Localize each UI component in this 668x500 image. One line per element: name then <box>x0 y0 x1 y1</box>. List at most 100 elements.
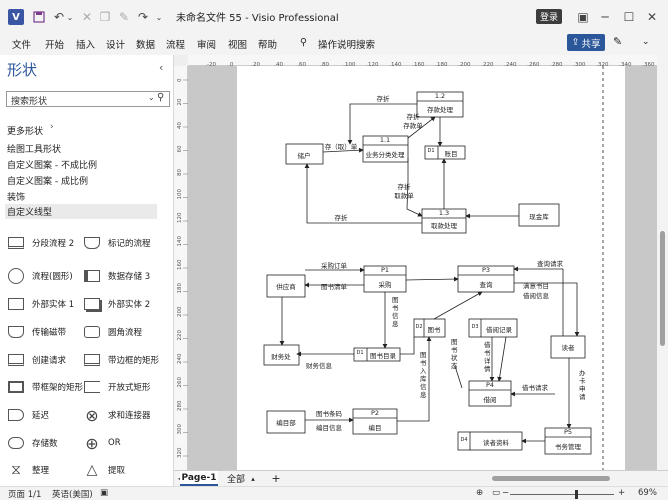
process-1-2[interactable] <box>416 91 464 118</box>
tab-home[interactable]: 开始 <box>45 40 65 51</box>
close-button[interactable]: ✕ <box>646 10 658 24</box>
tab-data[interactable]: 数据 <box>136 40 156 51</box>
format-painter-icon[interactable]: ✎ <box>118 10 130 24</box>
maximize-button[interactable]: ☐ <box>623 10 635 24</box>
add-page-button[interactable]: + <box>271 472 281 485</box>
tab-file[interactable]: 文件 <box>12 40 32 51</box>
tab-insert[interactable]: 插入 <box>76 40 96 51</box>
vertical-scrollbar[interactable] <box>657 55 668 470</box>
shape-item[interactable]: 标记的流程 <box>83 232 151 254</box>
zoom-in-icon[interactable]: + <box>618 488 626 498</box>
entity-user[interactable] <box>285 143 324 165</box>
shape-item[interactable]: △提取 <box>86 462 126 478</box>
shape-item[interactable]: ⊕OR <box>85 433 121 453</box>
tab-all-pages[interactable]: 全部 <box>226 475 245 485</box>
share-button[interactable]: ⇪ 共享 <box>567 34 605 51</box>
login-button[interactable]: 登录 <box>536 9 562 24</box>
horizontal-scroll-thumb[interactable] <box>492 476 610 481</box>
tab-help[interactable]: 帮助 <box>258 40 278 51</box>
entity-finance[interactable] <box>263 344 300 366</box>
datastore-d3[interactable] <box>468 318 518 338</box>
ruler-tick-label: 240 <box>506 62 517 68</box>
shape-item[interactable]: 存储数 <box>7 432 58 454</box>
datastore-d1[interactable] <box>424 145 466 160</box>
process-p2[interactable] <box>352 408 398 435</box>
undo-dropdown-icon[interactable]: ⌄ <box>66 12 74 22</box>
shape-item[interactable]: 流程(圆形) <box>7 265 73 287</box>
undo-icon[interactable]: ↶ <box>53 10 65 24</box>
collapse-pane-icon[interactable]: ‹ <box>159 61 164 74</box>
shape-item[interactable]: ⊗求和连接器 <box>85 405 151 425</box>
entity-reader[interactable] <box>550 335 586 359</box>
zoom-slider[interactable] <box>510 494 614 495</box>
comments-icon[interactable]: ✎ <box>613 35 623 48</box>
ruler-tick-label: 80 <box>177 169 183 176</box>
macro-icon[interactable]: ▣ <box>100 488 109 498</box>
tab-page-1[interactable]: Page-1 <box>180 471 218 486</box>
shape-item[interactable]: 延迟 <box>7 404 49 426</box>
zoom-level[interactable]: 69% <box>638 488 657 498</box>
search-icon[interactable]: ⚲ <box>157 92 165 103</box>
page-indicator[interactable]: 页面 1/1 <box>8 490 42 500</box>
process-p1[interactable] <box>363 265 407 293</box>
zoom-slider-thumb[interactable] <box>575 490 578 499</box>
ruler-tick-label: 200 <box>460 62 471 68</box>
entity-editor[interactable] <box>266 410 306 434</box>
process-1-3[interactable] <box>421 208 467 234</box>
redo-icon[interactable]: ↷ <box>137 10 149 24</box>
process-1-1[interactable] <box>362 135 409 163</box>
datastore-d2[interactable] <box>413 318 446 338</box>
tab-design[interactable]: 设计 <box>106 40 126 51</box>
delete-icon[interactable]: ✕ <box>81 10 93 24</box>
ribbon-expand-icon[interactable]: ⌄ <box>642 37 650 47</box>
vertical-scroll-thumb[interactable] <box>660 231 665 346</box>
shape-item[interactable]: ⧖整理 <box>11 462 50 478</box>
fit-page-icon[interactable]: ⊕ <box>476 488 484 498</box>
shape-item[interactable]: 外部实体 1 <box>7 293 74 315</box>
shape-item[interactable]: 带边框的矩形 <box>83 349 159 371</box>
customize-toolbar-icon[interactable]: ⌄ <box>155 12 163 22</box>
copy-icon[interactable]: ❐ <box>99 10 111 24</box>
datastore-d1-books[interactable] <box>353 347 401 362</box>
shape-item[interactable]: 数据存储 3 <box>83 265 150 287</box>
stencil-decorations[interactable]: 装饰 <box>7 193 26 203</box>
view-switch-icon[interactable]: ▭ <box>492 488 501 498</box>
shape-item[interactable]: 分段流程 2 <box>7 232 74 254</box>
shape-item[interactable]: 创建请求 <box>7 349 66 371</box>
shape-item[interactable]: 带框架的矩形 <box>7 376 83 398</box>
entity-supplier[interactable] <box>266 274 306 298</box>
process-p4[interactable] <box>468 380 512 407</box>
stencil-custom-unscaled[interactable]: 自定义图案 - 不成比例 <box>7 161 97 171</box>
shape-item[interactable]: 外部实体 2 <box>83 293 150 315</box>
prev-page-icon[interactable]: ◂ <box>174 471 186 486</box>
datastore-d4[interactable] <box>457 431 523 451</box>
tell-me-search[interactable]: 操作说明搜索 <box>318 40 376 51</box>
shape-item[interactable]: 开放式矩形 <box>83 376 151 398</box>
language-indicator[interactable]: 英语(美国) <box>52 490 93 500</box>
stencil-custom-scaled[interactable]: 自定义图案 - 成比例 <box>7 177 88 187</box>
ribbon-display-icon[interactable]: ▣ <box>577 10 589 24</box>
tab-process[interactable]: 流程 <box>166 40 186 51</box>
stencil-drawing-tools[interactable]: 绘图工具形状 <box>7 145 62 155</box>
minimize-button[interactable]: ─ <box>601 10 609 24</box>
more-shapes-link[interactable]: 更多形状 <box>7 127 44 137</box>
save-icon[interactable] <box>32 9 46 25</box>
share-icon: ⇪ <box>571 37 580 48</box>
process-p3[interactable] <box>457 265 515 293</box>
zoom-out-icon[interactable]: − <box>502 488 510 498</box>
search-dropdown-icon[interactable]: ⌄ <box>148 93 155 102</box>
ruler-tick-label: 0 <box>230 62 234 68</box>
horizontal-scrollbar[interactable] <box>290 474 660 482</box>
tab-view[interactable]: 视图 <box>228 40 248 51</box>
stencil-custom-line[interactable]: 自定义线型 <box>5 204 157 219</box>
shape-search-input[interactable]: 搜索形状 <box>6 91 170 107</box>
shape-item[interactable]: 圆角流程 <box>83 321 142 343</box>
process-p5[interactable] <box>544 427 592 455</box>
entity-cash[interactable] <box>518 203 560 227</box>
tab-review[interactable]: 审阅 <box>197 40 217 51</box>
shape-item[interactable]: 传输磁带 <box>7 321 66 343</box>
all-pages-dropdown-icon[interactable]: ▴ <box>251 474 255 483</box>
